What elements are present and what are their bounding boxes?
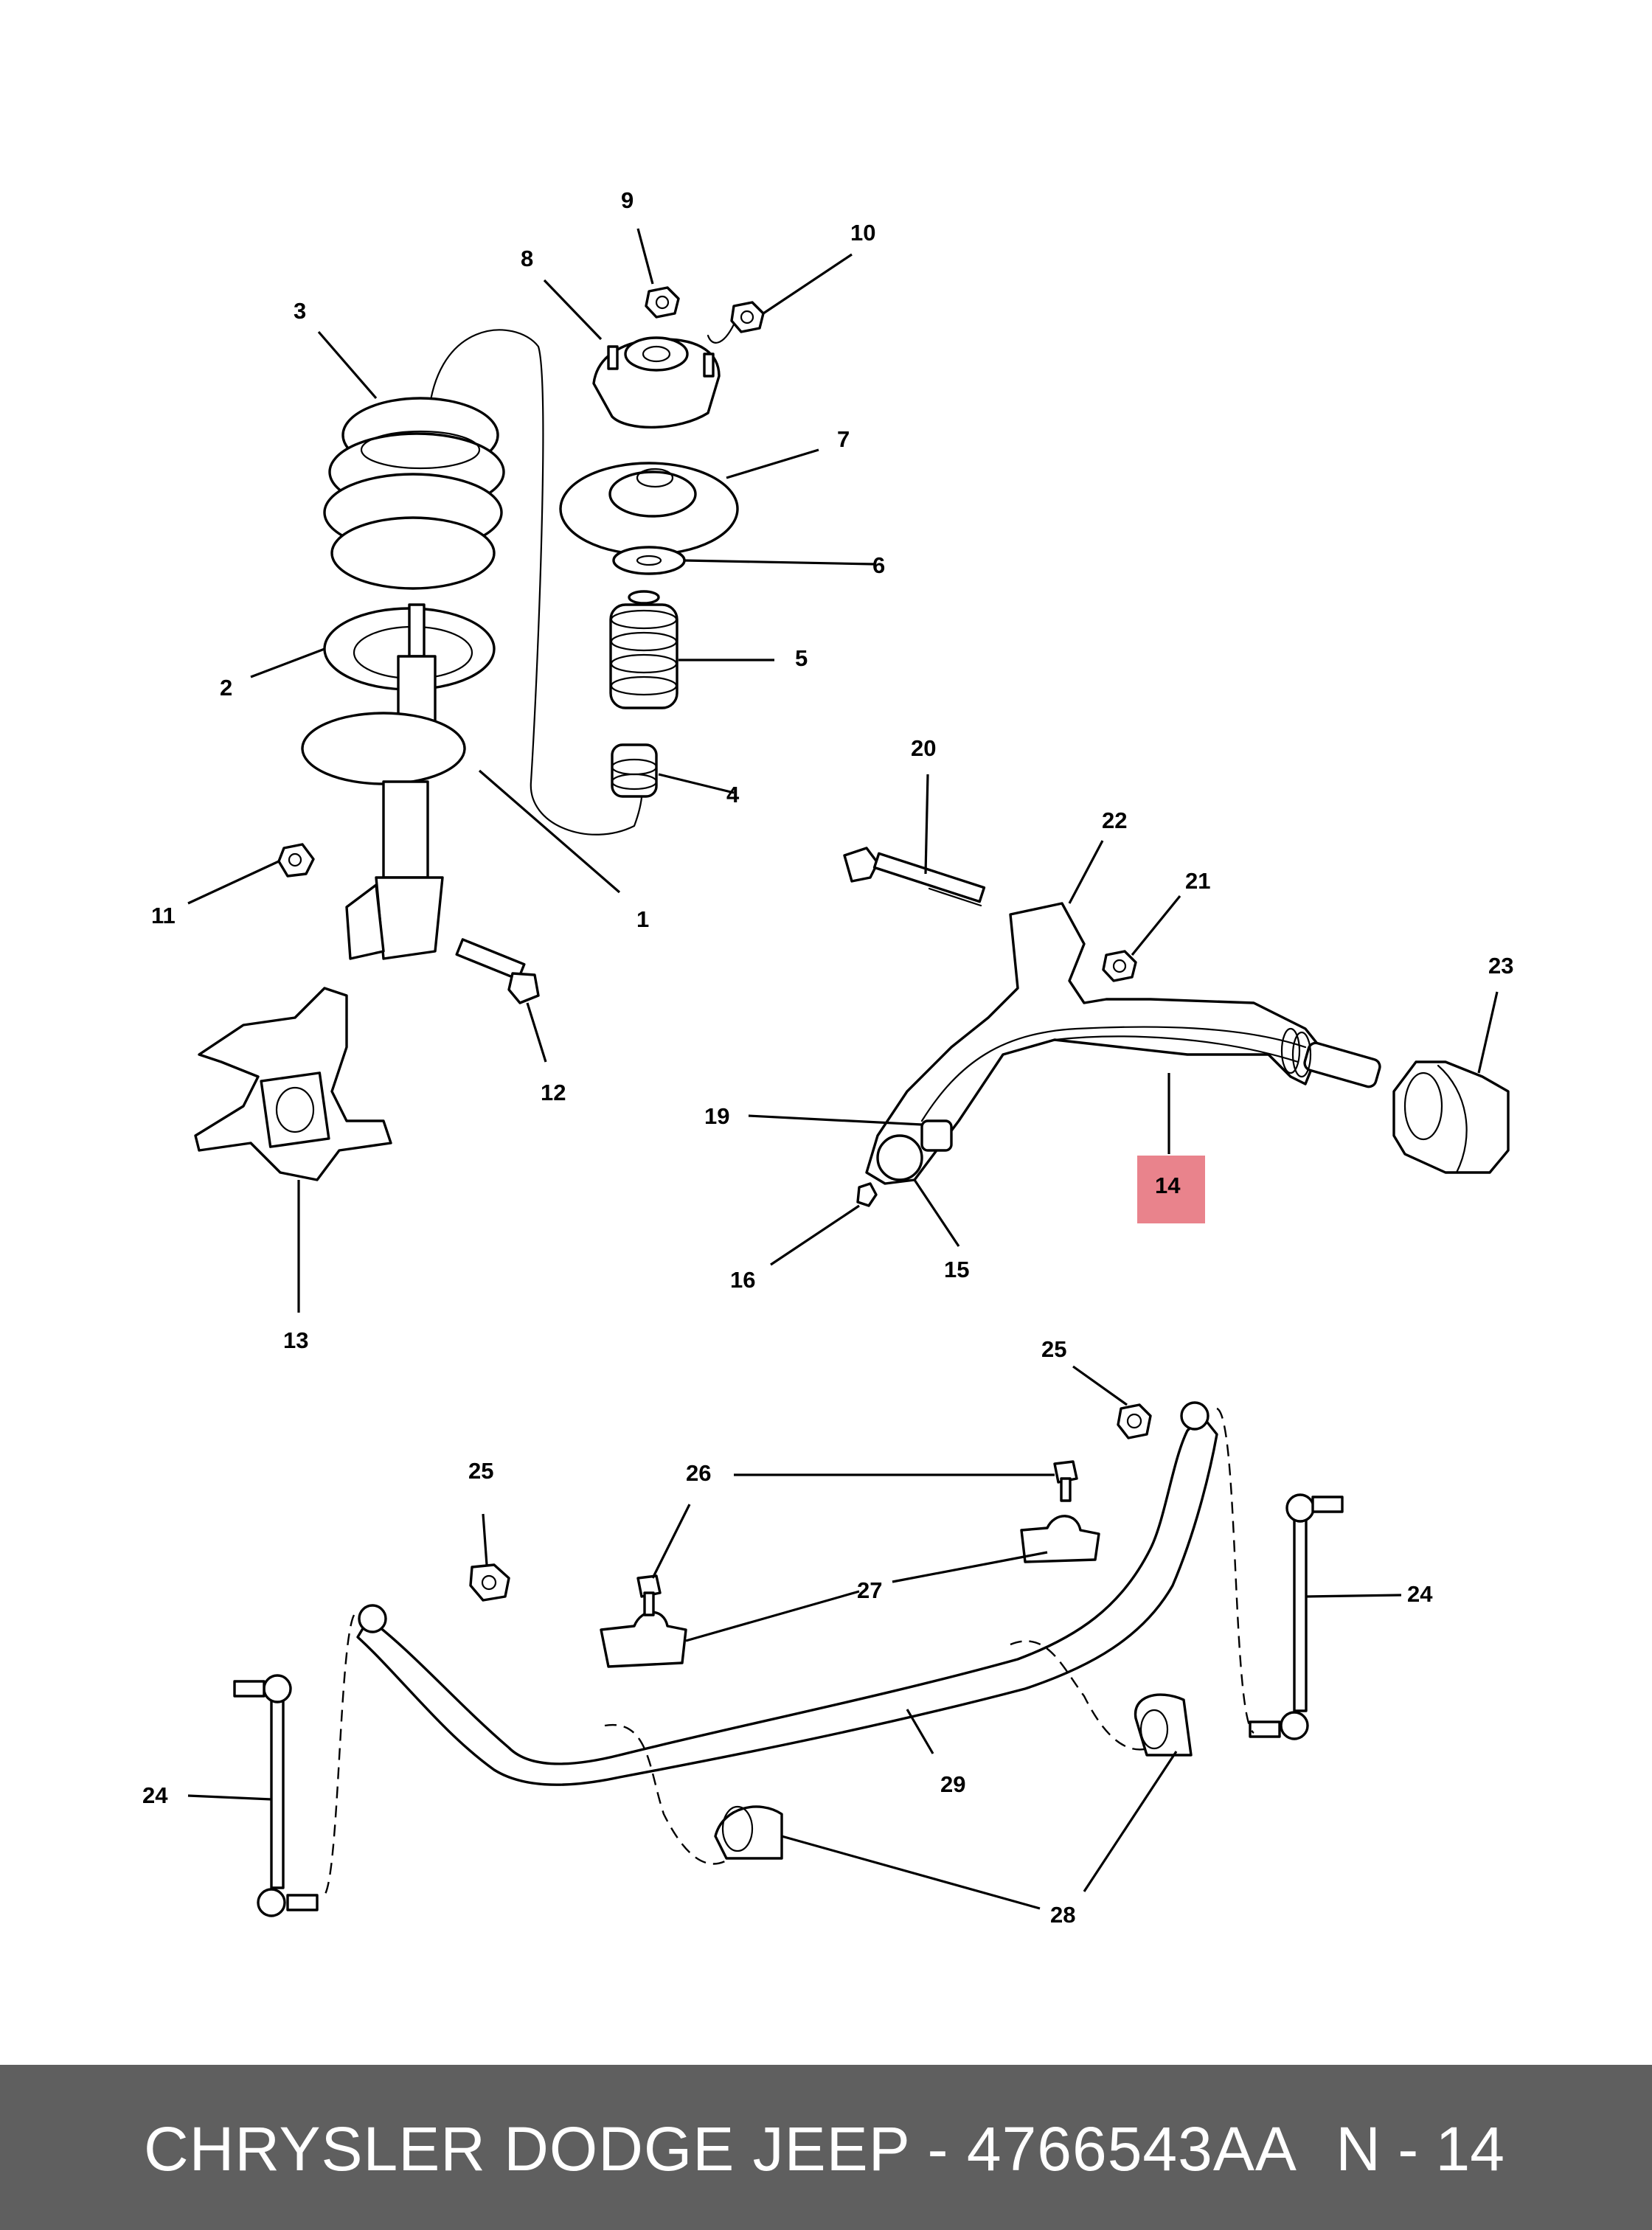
bolt-26-left [636, 1574, 662, 1616]
callout-20: 20 [911, 735, 936, 761]
bolt-26-right [1053, 1460, 1078, 1502]
callout-13: 13 [283, 1327, 308, 1353]
callout-25a: 25 [1041, 1336, 1066, 1362]
footer-bar: CHRYSLER DODGE JEEP - 4766543AA N - 14 [0, 2065, 1652, 2230]
nut-11 [277, 843, 315, 878]
strut-body [301, 603, 466, 960]
callout-22: 22 [1102, 807, 1127, 833]
callout-9: 9 [621, 187, 634, 213]
callout-27: 27 [857, 1577, 882, 1603]
jounce-bumper [611, 743, 658, 798]
callout-3: 3 [294, 298, 306, 324]
highlighted-part-box [1137, 1156, 1205, 1223]
callout-1: 1 [636, 906, 649, 932]
callout-5: 5 [795, 645, 808, 671]
callout-29: 29 [940, 1771, 965, 1797]
stabilizer-bushing-left [714, 1805, 783, 1860]
bushing-bracket-left [600, 1611, 687, 1668]
strut-mount [592, 336, 721, 429]
stabilizer-bushing-right [1134, 1693, 1193, 1757]
grease-fitting [856, 1182, 878, 1207]
callout-24a: 24 [1407, 1581, 1433, 1607]
nut-9 [645, 286, 680, 319]
callout-6: 6 [872, 552, 885, 578]
guide-right-link [1216, 1407, 1254, 1734]
coil-spring [323, 397, 505, 590]
callout-24b: 24 [142, 1782, 168, 1808]
callout-10: 10 [850, 220, 875, 246]
nut-21 [1102, 950, 1137, 982]
part-number-title: CHRYSLER DODGE JEEP - 4766543AA [144, 2114, 1297, 2184]
callout-28: 28 [1050, 1902, 1075, 1928]
callout-16: 16 [730, 1267, 755, 1293]
steering-knuckle [194, 987, 392, 1181]
callout-15: 15 [944, 1257, 969, 1282]
callout-14: 14 [1155, 1173, 1181, 1198]
parts-diagram: 1 2 3 4 5 6 7 8 9 10 11 12 13 14 15 16 1… [142, 187, 1513, 1928]
stabilizer-link-right [1249, 1493, 1344, 1740]
nut-25-right [1117, 1403, 1152, 1439]
guide-left-bushing [604, 1723, 731, 1865]
callout-12: 12 [541, 1080, 566, 1105]
callout-11: 11 [151, 903, 176, 928]
guide-left-link [323, 1614, 355, 1896]
nut-25-left [469, 1563, 510, 1602]
bolt-20 [843, 847, 986, 907]
callout-23: 23 [1488, 953, 1513, 979]
bushing-bracket-right [1020, 1515, 1100, 1563]
stabilizer-link-left [233, 1674, 319, 1917]
rear-bushing [1392, 1060, 1510, 1174]
callout-4: 4 [726, 782, 740, 807]
lower-control-arm [865, 902, 1381, 1185]
strut-bearing [559, 462, 739, 556]
callout-2: 2 [220, 675, 232, 701]
bolt-12 [455, 938, 540, 1004]
callout-8: 8 [521, 246, 533, 271]
callout-26: 26 [686, 1460, 711, 1486]
callout-19: 19 [704, 1103, 729, 1129]
assembly-guide-line [426, 329, 643, 836]
washer-6 [612, 546, 686, 575]
stabilizer-bar [356, 1401, 1218, 1786]
callout-21: 21 [1185, 868, 1210, 894]
nut-10 [707, 301, 765, 344]
page-label: N - 14 [1336, 2114, 1504, 2184]
leader-lines [187, 228, 1499, 1910]
callout-7: 7 [837, 426, 850, 452]
ball-joint [876, 1119, 953, 1181]
callout-25b: 25 [468, 1458, 493, 1484]
dust-boot [609, 590, 678, 709]
guide-right-bushing [1010, 1640, 1151, 1751]
